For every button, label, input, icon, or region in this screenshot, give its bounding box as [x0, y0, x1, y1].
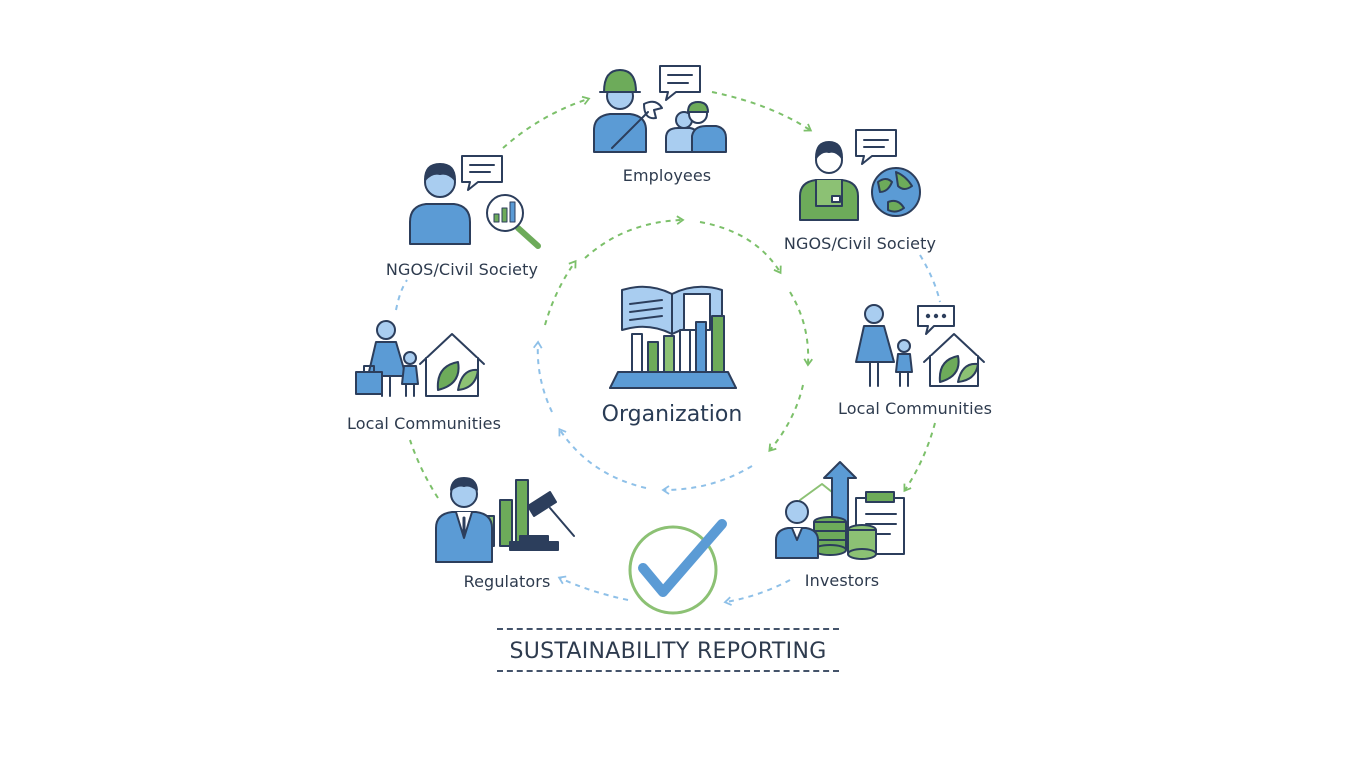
- worker-group-icon: [593, 65, 727, 153]
- arrow-regulators-to-communities: [409, 439, 439, 499]
- label-investors: Investors: [804, 571, 880, 590]
- sustainability-reporting-banner: SUSTAINABILITY REPORTING: [497, 628, 839, 672]
- inner-arc-right-top: [699, 221, 782, 275]
- gavel-chart-icon: [435, 477, 575, 563]
- inner-arc-right: [789, 291, 813, 367]
- inner-arc-left-top: [544, 259, 577, 326]
- inner-arc-left: [533, 340, 553, 413]
- volunteer-globe-icon: [799, 129, 921, 221]
- arrow-communities-to-ngos-left: [395, 279, 408, 311]
- outer-loop-arrows: [395, 91, 941, 606]
- family-home-icon: [855, 304, 985, 387]
- arrow-check-to-regulators: [557, 575, 629, 601]
- arrow-communities-to-investors: [903, 422, 936, 493]
- inner-arc-left-bottom: [558, 427, 647, 489]
- arrow-investors-to-check: [723, 579, 791, 606]
- investor-finance-icon: [775, 461, 905, 560]
- analyst-magnifier-icon: [409, 155, 541, 249]
- inner-loop-arrows: [533, 215, 813, 495]
- arrow-ngos-to-communities: [919, 254, 941, 303]
- label-employees: Employees: [622, 166, 712, 185]
- footer-title: SUSTAINABILITY REPORTING: [509, 639, 827, 664]
- label-ngos-left: NGOS/Civil Society: [385, 260, 539, 279]
- arrow-ngos-left-to-employees: [502, 95, 591, 149]
- checkmark-circle-icon: [628, 519, 727, 615]
- label-local-communities-right: Local Communities: [837, 399, 993, 418]
- center-organization-label: Organization: [601, 402, 743, 427]
- family-home-briefcase-icon: [355, 320, 485, 397]
- arrow-employees-to-ngos-right: [711, 91, 813, 132]
- label-regulators: Regulators: [463, 572, 551, 591]
- inner-arc-bottom: [661, 465, 753, 495]
- label-local-communities-left: Local Communities: [346, 414, 502, 433]
- inner-arc-top: [584, 215, 685, 259]
- report-book-icon: [609, 285, 737, 389]
- label-ngos-right: NGOS/Civil Society: [783, 234, 937, 253]
- inner-arc-right-bottom: [768, 384, 804, 453]
